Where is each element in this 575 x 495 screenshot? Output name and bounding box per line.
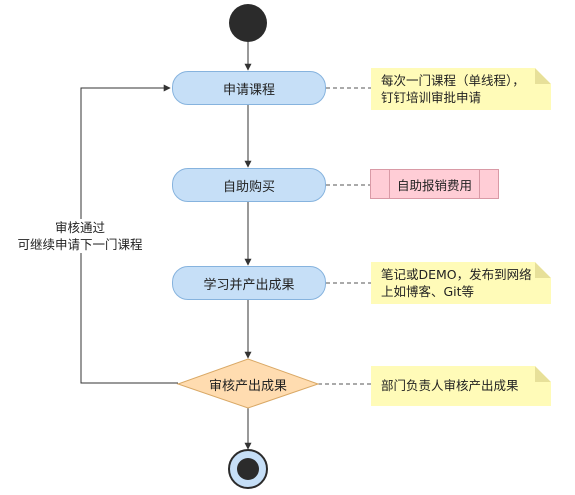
final-node-core — [237, 458, 259, 480]
subprocess-bar-left — [389, 170, 390, 198]
note-learn: 笔记或DEMO，发布到网络 上如博客、Git等 — [371, 262, 551, 304]
decision-label: 审核产出成果 — [208, 378, 287, 394]
decision-node — [176, 358, 320, 409]
note-review: 部门负责人审核产出成果 — [371, 366, 551, 406]
subprocess-reimburse: 自助报销费用 — [370, 169, 499, 199]
activity-self-purchase: 自助购买 — [172, 168, 326, 202]
activity-learn-and-output: 学习并产出成果 — [172, 266, 326, 300]
note-review-line: 部门负责人审核产出成果 — [381, 378, 519, 393]
note-apply-line-1: 每次一门课程（单线程）， — [381, 73, 525, 88]
subprocess-reimburse-label: 自助报销费用 — [396, 177, 472, 193]
note-learn-line-2: 上如博客、Git等 — [381, 284, 475, 299]
loop-label-line-2: 可继续申请下一门课程 — [17, 237, 143, 252]
activity-apply-course: 申请课程 — [172, 71, 326, 105]
note-learn-line-1: 笔记或DEMO，发布到网络 — [381, 267, 532, 282]
initial-node — [229, 4, 267, 42]
note-apply: 每次一门课程（单线程）， 钉钉培训审批申请 — [371, 68, 551, 110]
subprocess-bar-right — [479, 170, 480, 198]
loop-label-line-1: 审核通过 — [54, 220, 105, 235]
loop-back-label: 审核通过 可继续申请下一门课程 — [10, 219, 150, 253]
note-apply-line-2: 钉钉培训审批申请 — [381, 90, 482, 105]
